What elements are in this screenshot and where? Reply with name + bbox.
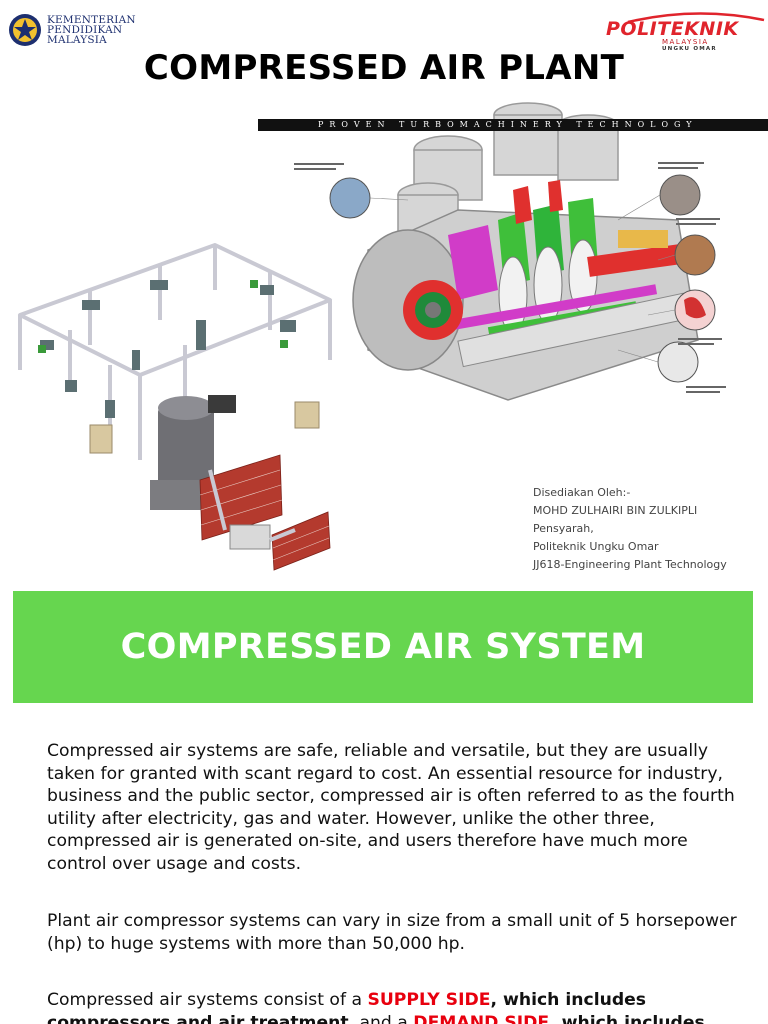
credits-course: JJ618-Engineering Plant Technology [533, 558, 727, 571]
title-slide: KEMENTERIAN PENDIDIKAN MALAYSIA POLITEKN… [8, 10, 768, 574]
politeknik-logo-text: POLITEKNIK [606, 18, 739, 40]
ministry-crest-icon [9, 14, 41, 46]
content-slide: COMPRESSED AIR SYSTEM Compressed air sys… [0, 585, 768, 1024]
demand-side-highlight: DEMAND SIDE [413, 1012, 550, 1024]
ministry-logo-line-3: MALAYSIA [47, 34, 107, 46]
credits-line: Disediakan Oleh:- [533, 486, 631, 499]
ministry-logo-line-2: PENDIDIKAN [47, 24, 123, 36]
supply-side-highlight: SUPPLY SIDE [367, 990, 491, 1010]
paragraph-bold-text: , which includes [549, 1012, 705, 1024]
paragraph-size-range: Plant air compressor systems can vary in… [47, 911, 737, 954]
politeknik-logo-campus: UNGKU OMAR [662, 46, 717, 52]
paragraph-text: Compressed air systems consist of a [47, 990, 368, 1010]
credits-author: MOHD ZULHAIRI BIN ZULKIPLI [533, 504, 698, 517]
banner: PROVEN TURBOMACHINERY TECHNOLOGY [258, 119, 768, 131]
ministry-logo: KEMENTERIAN PENDIDIKAN MALAYSIA [8, 10, 168, 50]
paragraph-bold-text: , which includes compressors and air tre… [47, 990, 647, 1024]
paragraph-intro: Compressed air systems are safe, reliabl… [47, 741, 735, 874]
banner-text: PROVEN TURBOMACHINERY TECHNOLOGY [318, 120, 698, 129]
paragraph-supply-demand: Compressed air systems consist of a SUPP… [47, 989, 737, 1024]
politeknik-logo-sub: MALAYSIA [662, 38, 709, 46]
compressed-air-plant-illustration [18, 243, 332, 571]
politeknik-swoosh-icon [627, 12, 765, 24]
paragraph-text: , and a [348, 1012, 414, 1024]
slide-title: COMPRESSED AIR PLANT [143, 48, 625, 88]
section-title-band: COMPRESSED AIR SYSTEM [13, 591, 753, 703]
credits-institution: Politeknik Ungku Omar [533, 540, 659, 553]
section-title: COMPRESSED AIR SYSTEM [120, 627, 646, 667]
credits-block: Disediakan Oleh:- MOHD ZULHAIRI BIN ZULK… [533, 484, 727, 574]
politeknik-logo: POLITEKNIK MALAYSIA UNGKU OMAR [606, 10, 765, 52]
ministry-logo-line-1: KEMENTERIAN [47, 14, 136, 26]
credits-line: Pensyarah, [533, 522, 594, 535]
